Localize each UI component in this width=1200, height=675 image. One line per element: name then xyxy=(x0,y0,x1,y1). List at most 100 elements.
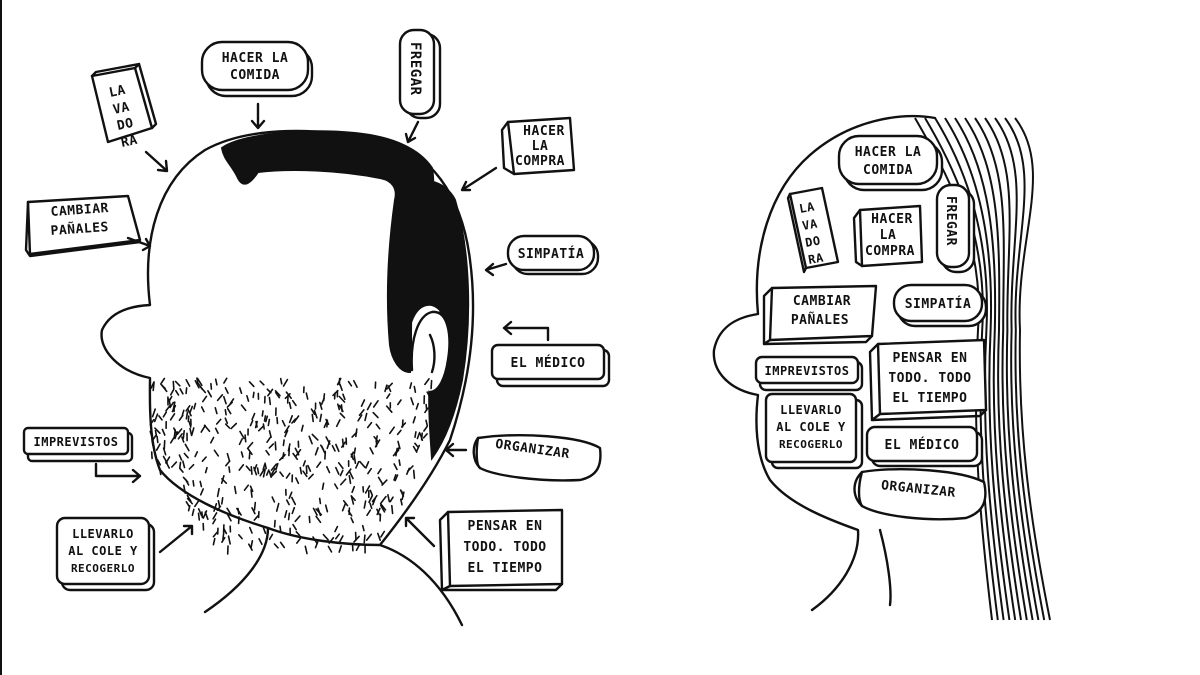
stubble-mark xyxy=(264,415,269,423)
stubble-mark xyxy=(186,407,192,417)
woman-lavadora-line-2: VA xyxy=(801,216,819,233)
stubble-mark xyxy=(177,432,183,440)
stubble-mark xyxy=(414,442,419,448)
stubble-mark xyxy=(398,459,401,467)
stubble-mark xyxy=(246,441,254,450)
stubble-mark xyxy=(288,401,292,410)
stubble-mark xyxy=(207,389,213,398)
stubble-mark xyxy=(238,437,243,446)
stubble-mark xyxy=(273,519,276,528)
stubble-mark xyxy=(217,499,221,508)
stubble-mark xyxy=(422,433,428,439)
stubble-mark xyxy=(380,495,387,504)
stubble-mark xyxy=(425,403,428,411)
stubble-mark xyxy=(415,402,420,410)
stubble-mark xyxy=(412,416,417,424)
label-pensar-woman: PENSAR EN TODO. TODO EL TIEMPO xyxy=(868,338,988,422)
woman-pensar-line-2: TODO. TODO xyxy=(888,371,971,386)
stubble-mark xyxy=(325,465,331,474)
stubble-mark xyxy=(324,504,329,513)
label-hacer-compra-man: HACER LA COMPRA xyxy=(500,116,576,176)
stubble-mark xyxy=(340,441,346,449)
stubble-mark xyxy=(359,460,366,469)
stubble-mark xyxy=(288,414,294,424)
stubble-mark xyxy=(387,385,392,393)
stubble-mark xyxy=(350,495,355,505)
stubble-mark xyxy=(270,470,278,478)
stubble-mark xyxy=(265,449,270,456)
stubble-mark xyxy=(156,435,159,444)
stubble-mark xyxy=(249,485,254,493)
stubble-mark xyxy=(271,496,276,503)
hair-strand xyxy=(994,117,1040,621)
label-imprevistos-man: IMPREVISTOS xyxy=(22,426,134,463)
stubble-mark xyxy=(361,524,365,532)
woman-hacer-comida-line-1: HACER LA xyxy=(855,145,922,160)
stubble-mark xyxy=(268,443,275,449)
stubble-mark xyxy=(250,539,254,549)
stubble-mark xyxy=(387,493,391,503)
stubble-mark xyxy=(294,515,301,523)
stubble-mark xyxy=(227,514,232,522)
stubble-mark xyxy=(416,431,421,440)
label-hacer-compra-woman: HACER LA COMPRA xyxy=(852,204,924,268)
stubble-mark xyxy=(430,379,433,390)
stubble-mark xyxy=(284,425,290,434)
stubble-mark xyxy=(262,525,267,535)
stubble-mark xyxy=(276,416,279,425)
stubble-mark xyxy=(169,436,176,444)
stubble-mark xyxy=(399,498,403,506)
stubble-mark xyxy=(415,444,421,453)
stubble-mark xyxy=(339,469,344,477)
stubble-mark xyxy=(285,472,291,479)
stubble-mark xyxy=(264,462,268,470)
stubble-mark xyxy=(333,483,339,490)
stubble-mark xyxy=(386,393,391,400)
stubble-mark xyxy=(200,406,205,413)
stubble-mark xyxy=(423,425,428,432)
stubble-mark xyxy=(185,500,190,507)
stubble-mark xyxy=(406,465,414,473)
stubble-mark xyxy=(311,433,319,441)
stubble-mark xyxy=(202,395,208,403)
stubble-mark xyxy=(291,399,297,407)
stubble-mark xyxy=(252,391,255,399)
stubble-mark xyxy=(321,482,325,491)
stubble-mark xyxy=(322,393,326,402)
stubble-mark xyxy=(350,451,355,458)
simpatia-text: SIMPATÍA xyxy=(518,246,585,262)
stubble-mark xyxy=(336,403,341,411)
stubble-mark xyxy=(189,405,194,414)
stubble-mark xyxy=(228,466,231,474)
woman-pensar-line-3: EL TIEMPO xyxy=(893,391,968,406)
woman-lavadora-line-1: LA xyxy=(798,199,816,216)
stubble-mark xyxy=(223,395,227,405)
label-cambiar-panales-man: CAMBIAR PAÑALES xyxy=(24,194,142,258)
stubble-mark xyxy=(223,528,228,535)
stubble-mark xyxy=(222,531,225,541)
stubble-mark xyxy=(187,415,190,423)
pensar-line-2: TODO. TODO xyxy=(463,540,546,555)
stubble-mark xyxy=(257,425,265,432)
stubble-mark xyxy=(285,391,293,400)
stubble-mark xyxy=(312,507,318,516)
woman-llevarlo-line-2: AL COLE Y xyxy=(776,420,846,434)
cambiar-panales-line-1: CAMBIAR xyxy=(50,201,109,220)
stubble-mark xyxy=(379,502,387,511)
stubble-mark xyxy=(259,468,266,477)
stubble-mark xyxy=(311,413,315,423)
stubble-mark xyxy=(339,412,346,419)
label-lavadora-woman: LA VA DO RA xyxy=(786,186,840,274)
woman-llevarlo-line-3: RECOGERLO xyxy=(779,438,843,451)
arrow-pensar xyxy=(404,516,436,548)
stubble-mark xyxy=(149,430,153,439)
stubble-mark xyxy=(251,506,256,515)
stubble-mark xyxy=(365,533,373,541)
lavadora-line-2: VA xyxy=(112,100,131,118)
stubble-mark xyxy=(161,384,168,393)
cambiar-panales-line-2: PAÑALES xyxy=(50,219,109,239)
stubble-mark xyxy=(267,418,271,427)
stubble-mark xyxy=(355,543,361,552)
stubble-mark xyxy=(233,485,237,495)
